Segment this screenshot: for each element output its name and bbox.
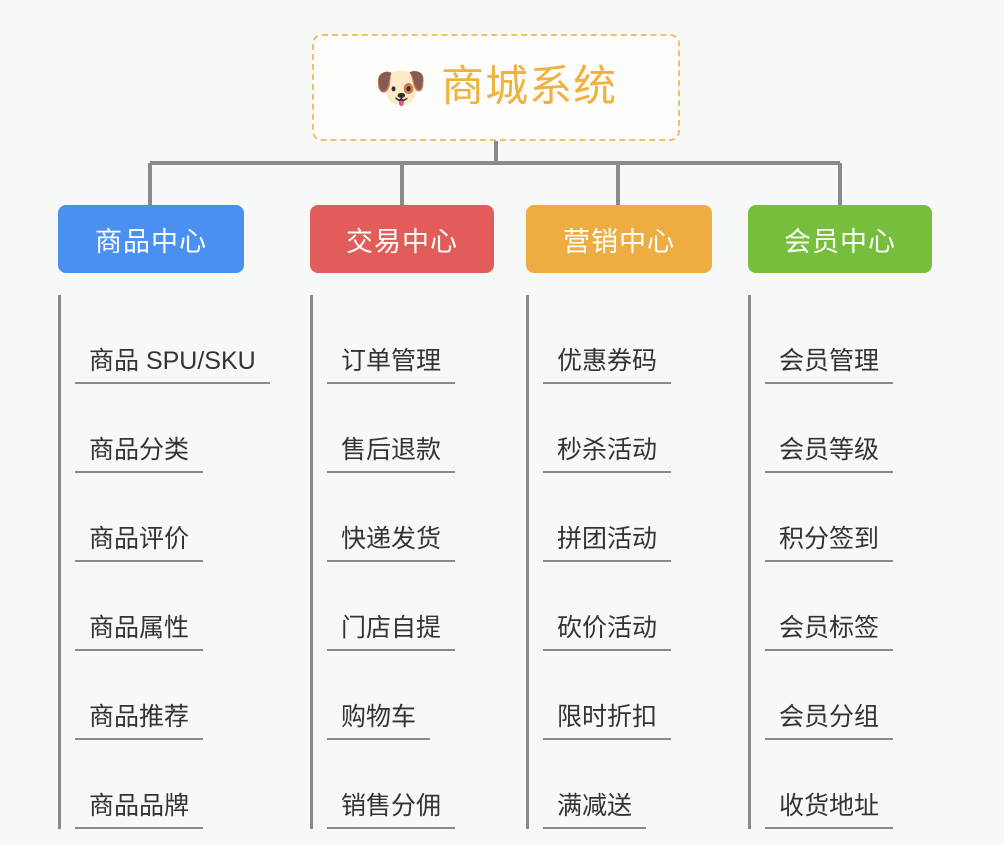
leaf-list-2: 优惠券码 秒杀活动 拼团活动 砍价活动 限时折扣 满减送 (526, 295, 712, 829)
root-title: 商城系统 (441, 63, 618, 111)
leaf-label: 商品分类 (75, 436, 204, 473)
leaf-label: 会员等级 (765, 436, 894, 473)
leaf-label: 订单管理 (327, 347, 456, 384)
leaf-label: 销售分佣 (327, 792, 456, 829)
list-item[interactable]: 订单管理 (327, 295, 494, 384)
list-item[interactable]: 砍价活动 (543, 562, 712, 651)
list-item[interactable]: 快递发货 (327, 473, 494, 562)
list-item[interactable]: 商品属性 (75, 562, 244, 651)
leaf-label: 会员管理 (765, 347, 894, 384)
leaf-list-1: 订单管理 售后退款 快递发货 门店自提 购物车 销售分佣 (310, 295, 494, 829)
list-item[interactable]: 商品品牌 (75, 740, 244, 829)
branch-column-0: 商品中心 商品 SPU/SKU 商品分类 商品评价 商品属性 商品推荐 商品品牌 (58, 205, 270, 845)
leaf-label: 满减送 (543, 792, 647, 829)
leaf-list-0: 商品 SPU/SKU 商品分类 商品评价 商品属性 商品推荐 商品品牌 (58, 295, 270, 829)
list-item[interactable]: 会员分组 (765, 651, 932, 740)
list-item[interactable]: 售后退款 (327, 384, 494, 473)
branch-column-2: 营销中心 优惠券码 秒杀活动 拼团活动 砍价活动 限时折扣 满减送 (526, 205, 712, 845)
list-item[interactable]: 商品推荐 (75, 651, 244, 740)
leaf-label: 优惠券码 (543, 347, 672, 384)
shiba-dog-face-icon: 🐶 (374, 63, 428, 111)
leaf-label: 限时折扣 (543, 703, 672, 740)
list-item[interactable]: 门店自提 (327, 562, 494, 651)
list-item[interactable]: 秒杀活动 (543, 384, 712, 473)
list-item[interactable]: 商品评价 (75, 473, 244, 562)
category-label-2: 营销中心 (563, 226, 675, 257)
branch-column-1: 交易中心 订单管理 售后退款 快递发货 门店自提 购物车 销售分佣 (310, 205, 494, 845)
leaf-label: 商品评价 (75, 525, 204, 562)
leaf-label: 砍价活动 (543, 614, 672, 651)
leaf-label: 门店自提 (327, 614, 456, 651)
category-node-1[interactable]: 交易中心 (310, 205, 494, 273)
category-node-0[interactable]: 商品中心 (58, 205, 244, 273)
list-item[interactable]: 优惠券码 (543, 295, 712, 384)
root-node[interactable]: 🐶 商城系统 (312, 34, 680, 141)
leaf-label: 积分签到 (765, 525, 894, 562)
list-item[interactable]: 满减送 (543, 740, 712, 829)
list-item[interactable]: 积分签到 (765, 473, 932, 562)
category-node-2[interactable]: 营销中心 (526, 205, 712, 273)
leaf-label: 商品推荐 (75, 703, 204, 740)
leaf-label: 秒杀活动 (543, 436, 672, 473)
leaf-label: 收货地址 (765, 792, 894, 829)
category-label-3: 会员中心 (784, 226, 896, 257)
leaf-label: 商品 SPU/SKU (75, 347, 270, 384)
leaf-label: 商品属性 (75, 614, 204, 651)
leaf-label: 快递发货 (327, 525, 456, 562)
list-item[interactable]: 会员等级 (765, 384, 932, 473)
list-item[interactable]: 限时折扣 (543, 651, 712, 740)
list-item[interactable]: 购物车 (327, 651, 494, 740)
leaf-list-3: 会员管理 会员等级 积分签到 会员标签 会员分组 收货地址 (748, 295, 932, 829)
list-item[interactable]: 商品 SPU/SKU (75, 295, 270, 384)
category-label-0: 商品中心 (95, 226, 207, 257)
list-item[interactable]: 销售分佣 (327, 740, 494, 829)
leaf-label: 会员分组 (765, 703, 894, 740)
leaf-label: 会员标签 (765, 614, 894, 651)
list-item[interactable]: 会员标签 (765, 562, 932, 651)
category-label-1: 交易中心 (346, 226, 458, 257)
list-item[interactable]: 会员管理 (765, 295, 932, 384)
category-node-3[interactable]: 会员中心 (748, 205, 932, 273)
list-item[interactable]: 收货地址 (765, 740, 932, 829)
leaf-label: 购物车 (327, 703, 431, 740)
leaf-label: 售后退款 (327, 436, 456, 473)
list-item[interactable]: 商品分类 (75, 384, 244, 473)
leaf-label: 商品品牌 (75, 792, 204, 829)
leaf-label: 拼团活动 (543, 525, 672, 562)
list-item[interactable]: 拼团活动 (543, 473, 712, 562)
branch-column-3: 会员中心 会员管理 会员等级 积分签到 会员标签 会员分组 收货地址 (748, 205, 932, 845)
